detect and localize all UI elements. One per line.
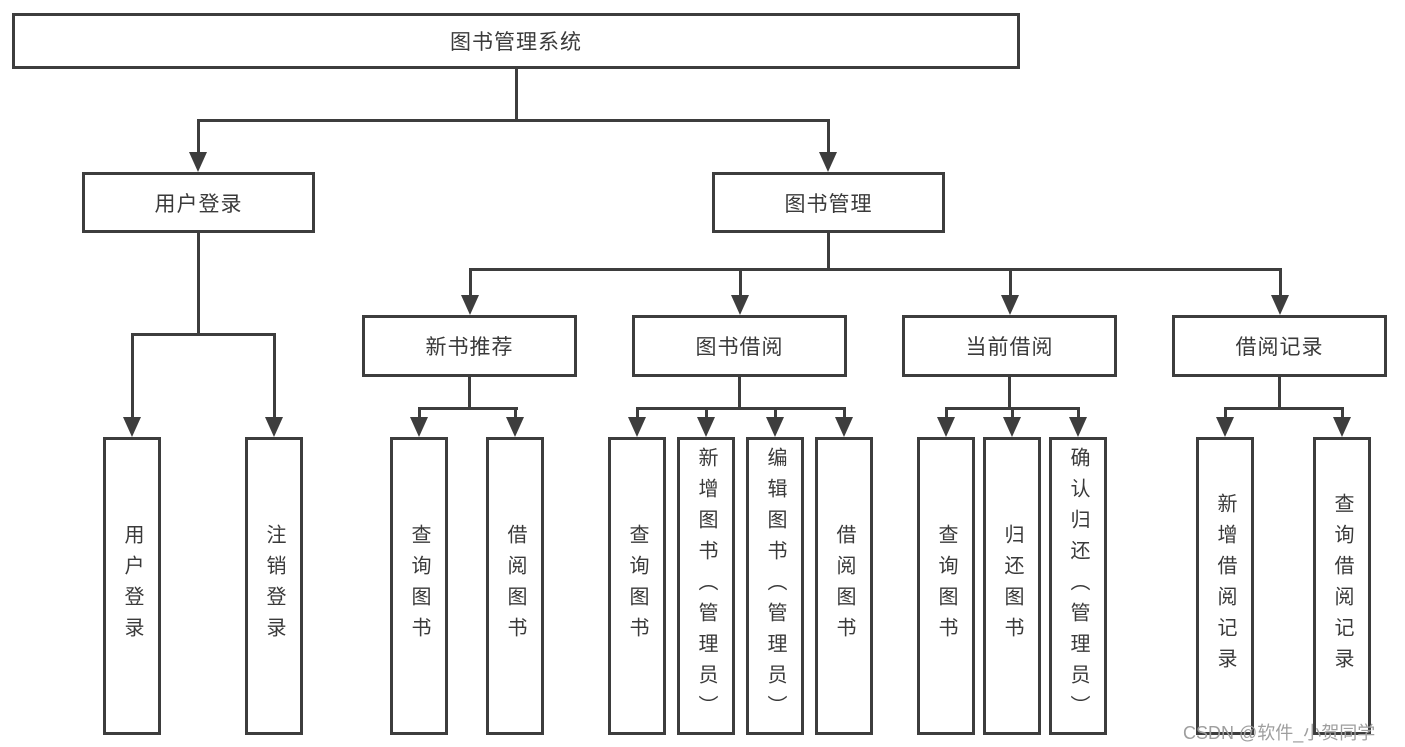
node-label: 借阅图书 (504, 524, 526, 648)
node-label: 注销登录 (263, 524, 285, 648)
node-label: 查询图书 (626, 524, 648, 648)
arrow-down-icon (410, 417, 428, 437)
node-label: 用户登录 (121, 524, 143, 648)
node-label: 归还图书 (1001, 524, 1023, 648)
node-current-borrowing: 当前借阅 (902, 315, 1117, 377)
node-label: 图书管理 (784, 192, 873, 216)
arrow-down-icon (628, 417, 646, 437)
node-root-system: 图书管理系统 (12, 13, 1020, 69)
leaf-borrow-books: 借阅图书 (815, 437, 873, 735)
leaf-borrow-books-recommend: 借阅图书 (486, 437, 544, 735)
node-book-management: 图书管理 (712, 172, 945, 233)
arrow-down-icon (819, 152, 837, 172)
connector-line (418, 407, 421, 419)
node-borrowing-records: 借阅记录 (1172, 315, 1387, 377)
arrow-down-icon (123, 417, 141, 437)
node-label: 查询图书 (935, 524, 957, 648)
connector-line (514, 407, 517, 419)
connector-line (843, 407, 846, 419)
leaf-query-books-current: 查询图书 (917, 437, 975, 735)
arrow-down-icon (1216, 417, 1234, 437)
node-label: 编辑图书（管理员） (764, 446, 786, 726)
node-label: 新增图书（管理员） (695, 446, 717, 726)
connector-line (1077, 407, 1080, 419)
arrow-down-icon (937, 417, 955, 437)
arrow-down-icon (1271, 295, 1289, 315)
arrow-down-icon (835, 417, 853, 437)
arrow-down-icon (1069, 417, 1087, 437)
node-new-book-recommendation: 新书推荐 (362, 315, 577, 377)
connector-line (131, 333, 276, 336)
node-book-borrowing: 图书借阅 (632, 315, 847, 377)
leaf-query-books-borrowing: 查询图书 (608, 437, 666, 735)
node-label: 新书推荐 (425, 336, 514, 359)
csdn-watermark: CSDN @软件_小贺同学 (1183, 723, 1376, 743)
connector-line (739, 268, 742, 297)
connector-line (827, 119, 830, 154)
node-label: 图书借阅 (695, 336, 784, 359)
leaf-return-books: 归还图书 (983, 437, 1041, 735)
connector-line (774, 407, 777, 419)
connector-line (273, 333, 276, 419)
connector-line (738, 377, 741, 410)
node-label: 图书管理系统 (450, 31, 582, 54)
connector-line (515, 69, 518, 122)
leaf-confirm-return-admin: 确认归还（管理员） (1049, 437, 1107, 735)
arrow-down-icon (731, 295, 749, 315)
leaf-query-borrow-record: 查询借阅记录 (1313, 437, 1371, 735)
connector-line (469, 268, 1282, 271)
leaf-logout: 注销登录 (245, 437, 303, 735)
connector-line (1008, 377, 1011, 410)
arrow-down-icon (1001, 295, 1019, 315)
leaf-edit-books-admin: 编辑图书（管理员） (746, 437, 804, 735)
arrow-down-icon (265, 417, 283, 437)
connector-line (418, 407, 518, 410)
connector-line (945, 407, 948, 419)
arrow-down-icon (697, 417, 715, 437)
node-user-login: 用户登录 (82, 172, 315, 233)
node-label: 确认归还（管理员） (1067, 446, 1089, 726)
arrow-down-icon (1333, 417, 1351, 437)
connector-line (1224, 407, 1227, 419)
leaf-add-books-admin: 新增图书（管理员） (677, 437, 735, 735)
connector-line (1009, 268, 1012, 297)
connector-line (827, 233, 830, 271)
node-label: 用户登录 (154, 192, 243, 216)
connector-line (468, 377, 471, 410)
arrow-down-icon (189, 152, 207, 172)
node-label: 当前借阅 (965, 336, 1054, 359)
leaf-query-books-recommend: 查询图书 (390, 437, 448, 735)
connector-line (1011, 407, 1014, 419)
node-label: 查询图书 (408, 524, 430, 648)
connector-line (636, 407, 639, 419)
arrow-down-icon (506, 417, 524, 437)
connector-line (636, 407, 846, 410)
connector-line (1341, 407, 1344, 419)
connector-line (197, 119, 830, 122)
connector-line (1224, 407, 1344, 410)
node-label: 新增借阅记录 (1214, 493, 1236, 679)
node-label: 查询借阅记录 (1331, 493, 1353, 679)
connector-line (131, 333, 134, 419)
leaf-add-borrow-record: 新增借阅记录 (1196, 437, 1254, 735)
connector-line (1279, 268, 1282, 297)
connector-line (705, 407, 708, 419)
leaf-user-login: 用户登录 (103, 437, 161, 735)
arrow-down-icon (766, 417, 784, 437)
connector-line (1278, 377, 1281, 410)
arrow-down-icon (461, 295, 479, 315)
connector-line (197, 119, 200, 154)
node-label: 借阅记录 (1235, 336, 1324, 359)
node-label: 借阅图书 (833, 524, 855, 648)
connector-line (469, 268, 472, 297)
connector-line (197, 233, 200, 336)
arrow-down-icon (1003, 417, 1021, 437)
